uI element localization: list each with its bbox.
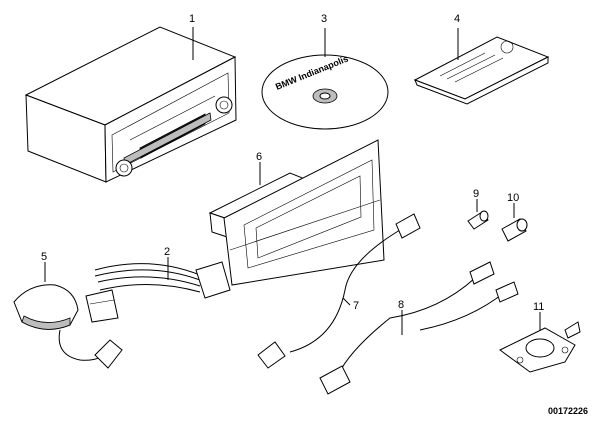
document-id: 00172226 — [548, 406, 588, 416]
bracket — [499, 321, 581, 373]
instruction-booklet — [413, 36, 550, 105]
callout-3: 3 — [321, 13, 327, 25]
navigation-cd: BMW Indianapolis — [261, 54, 389, 130]
callout-7: 7 — [353, 300, 359, 312]
cable-7 — [257, 213, 421, 369]
plug-10 — [501, 218, 528, 242]
gps-antenna — [13, 284, 123, 369]
callout-8: 8 — [398, 299, 404, 311]
callout-1: 1 — [189, 13, 195, 25]
callout-11: 11 — [533, 301, 544, 313]
mounting-frame — [208, 139, 385, 286]
cable-8 — [319, 261, 519, 395]
callout-4: 4 — [454, 13, 460, 25]
callout-2: 2 — [164, 246, 170, 258]
callout-5: 5 — [41, 251, 47, 263]
wiring-harness — [85, 261, 231, 323]
callout-9: 9 — [473, 188, 479, 200]
radio-unit — [24, 26, 237, 183]
callout-6: 6 — [256, 151, 262, 163]
callout-10: 10 — [507, 192, 519, 204]
plug-9 — [467, 210, 489, 230]
